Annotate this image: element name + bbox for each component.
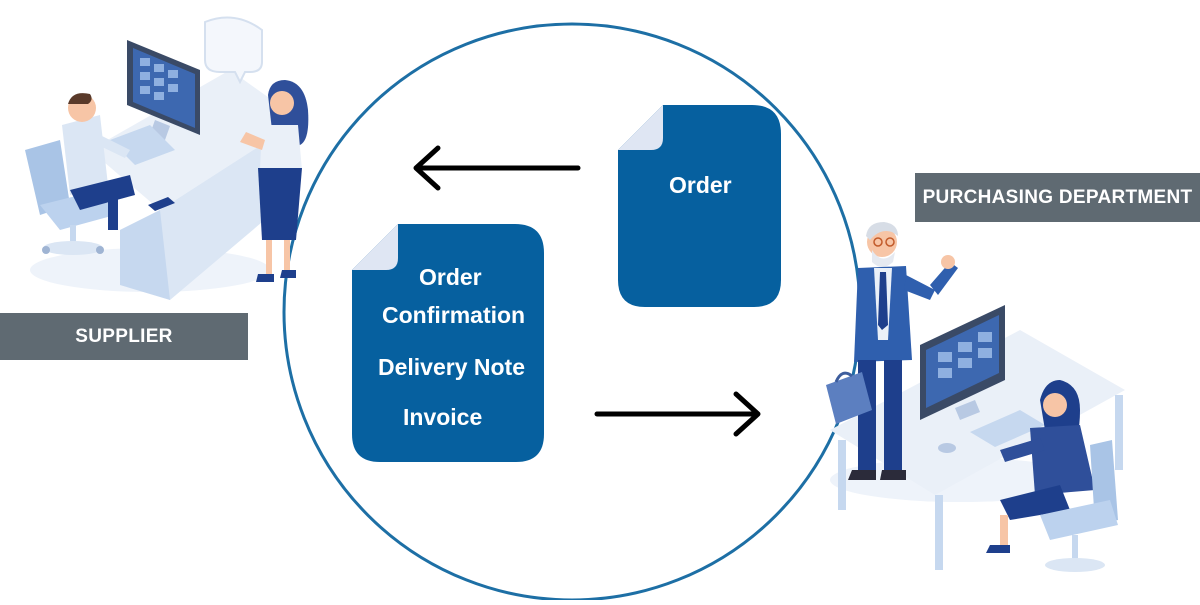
speech-bubble-icon bbox=[204, 16, 263, 85]
supplier-woman-figure bbox=[240, 80, 309, 282]
order-document-label: Order bbox=[669, 172, 732, 198]
order-confirmation-line-1: Order bbox=[419, 264, 482, 290]
purchasing-man-figure bbox=[848, 222, 958, 480]
supplier-office-illustration bbox=[25, 16, 309, 300]
supplier-chair bbox=[25, 140, 115, 255]
supplier-man-figure bbox=[62, 93, 135, 230]
arrow-to-purchasing bbox=[594, 391, 761, 437]
return-documents-icon bbox=[352, 224, 544, 462]
order-document-icon bbox=[618, 105, 781, 307]
purchasing-office-illustration bbox=[826, 222, 1125, 572]
purchasing-woman-figure bbox=[986, 380, 1095, 553]
arrow-to-supplier bbox=[413, 145, 581, 191]
order-confirmation-line-2: Confirmation bbox=[382, 302, 526, 328]
invoice-label: Invoice bbox=[403, 404, 483, 430]
supplier-label: SUPPLIER bbox=[0, 313, 248, 360]
purchasing-chair bbox=[1040, 440, 1118, 572]
briefcase-icon bbox=[826, 371, 872, 424]
delivery-note-label: Delivery Note bbox=[378, 354, 526, 380]
purchasing-department-label: PURCHASING DEPARTMENT bbox=[915, 173, 1200, 222]
purchasing-monitor bbox=[920, 305, 1005, 420]
